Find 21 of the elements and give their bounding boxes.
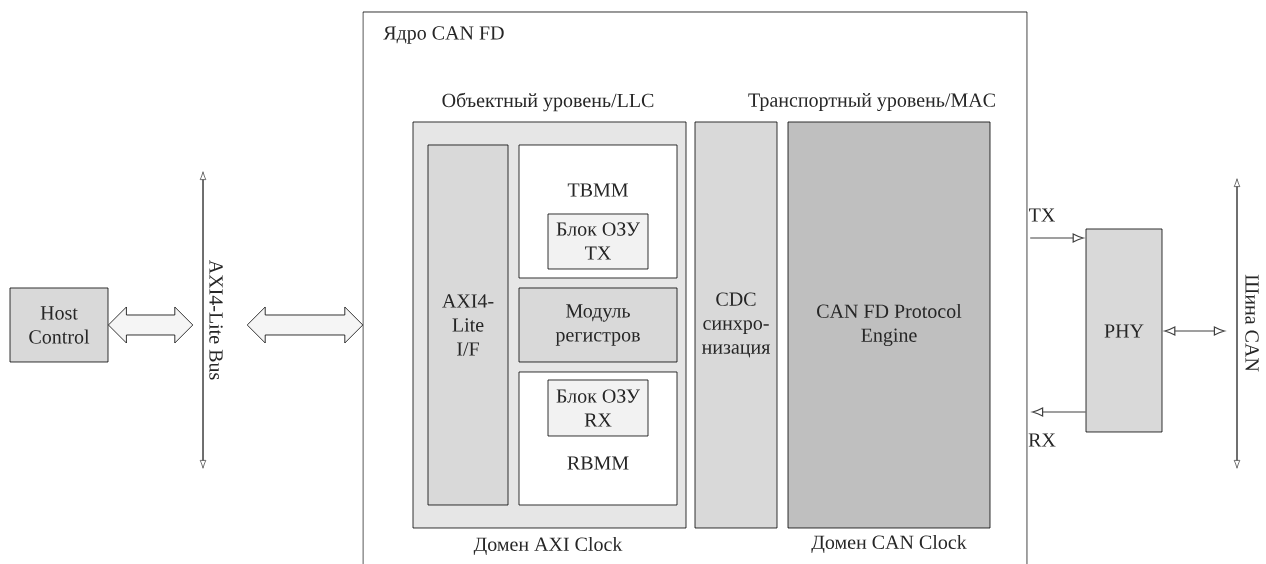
interface-block: AXI4-Lite I/F — [427, 144, 509, 506]
domain-label: Домен AXI Clock — [473, 536, 623, 556]
arrow — [1032, 407, 1087, 417]
block-arrow — [108, 306, 194, 344]
bus-line: AXI4-Lite Bus — [199, 171, 223, 469]
memory-block: Блок ОЗУ TX — [547, 213, 649, 270]
sync-block: CDC синхро-низация — [694, 121, 778, 529]
block-arrow — [246, 306, 364, 344]
bus-line: Шина CAN — [1233, 178, 1259, 469]
layer-heading: Объектный уровень/LLC — [442, 92, 654, 112]
arrow — [1164, 326, 1225, 336]
register-block: Модуль регистров — [518, 287, 678, 363]
arrow — [1029, 233, 1084, 243]
engine-block: CAN FD Protocol Engine — [787, 121, 991, 529]
phy-block: PHY — [1085, 228, 1163, 433]
host-box: Host Control — [9, 287, 109, 363]
memory-block: Блок ОЗУ RX — [547, 379, 649, 437]
edge-label: TX — [1029, 208, 1055, 222]
edge-label: RX — [1028, 433, 1056, 447]
layer-heading: Транспортный уровень/MAC — [748, 93, 995, 111]
domain-label: Домен CAN Clock — [811, 534, 967, 554]
